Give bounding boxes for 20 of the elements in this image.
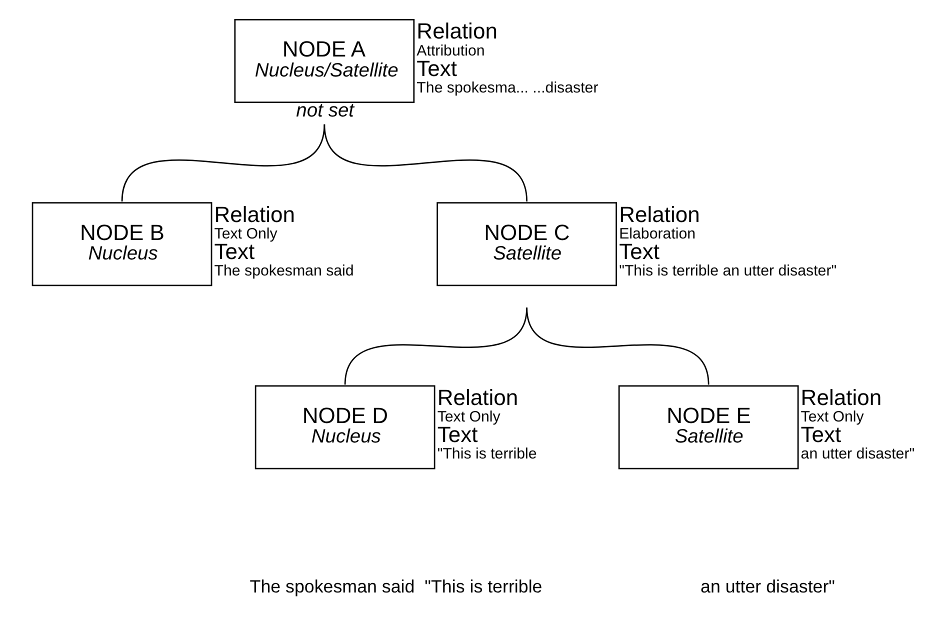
- node-box: NODE B Nucleus: [32, 202, 212, 286]
- node-box: NODE C Satellite: [436, 202, 617, 286]
- connector: [526, 307, 710, 385]
- node-label: Relation: [437, 384, 518, 410]
- label: The spokesman said "This is terrible: [250, 576, 542, 596]
- node-label: The spokesma... ...disaster: [416, 79, 598, 96]
- node-box: NODE E Satellite: [618, 385, 799, 470]
- node-label: "This is terrible: [437, 446, 537, 463]
- node-label: Relation: [800, 384, 882, 410]
- node-label: Relation: [416, 18, 498, 44]
- node-box: NODE A Nucleus/Satellite: [234, 19, 415, 104]
- label: an utter disaster": [700, 576, 836, 596]
- node-label: Relation: [619, 202, 700, 227]
- connector: [324, 124, 528, 202]
- node-label: The spokesman said: [214, 262, 354, 280]
- node-label: an utter disaster": [800, 446, 915, 463]
- node-label: Relation: [214, 202, 296, 227]
- node-box: NODE D Nucleus: [254, 385, 436, 470]
- connector: [121, 124, 326, 202]
- node-label: "This is terrible an utter disaster": [619, 262, 837, 280]
